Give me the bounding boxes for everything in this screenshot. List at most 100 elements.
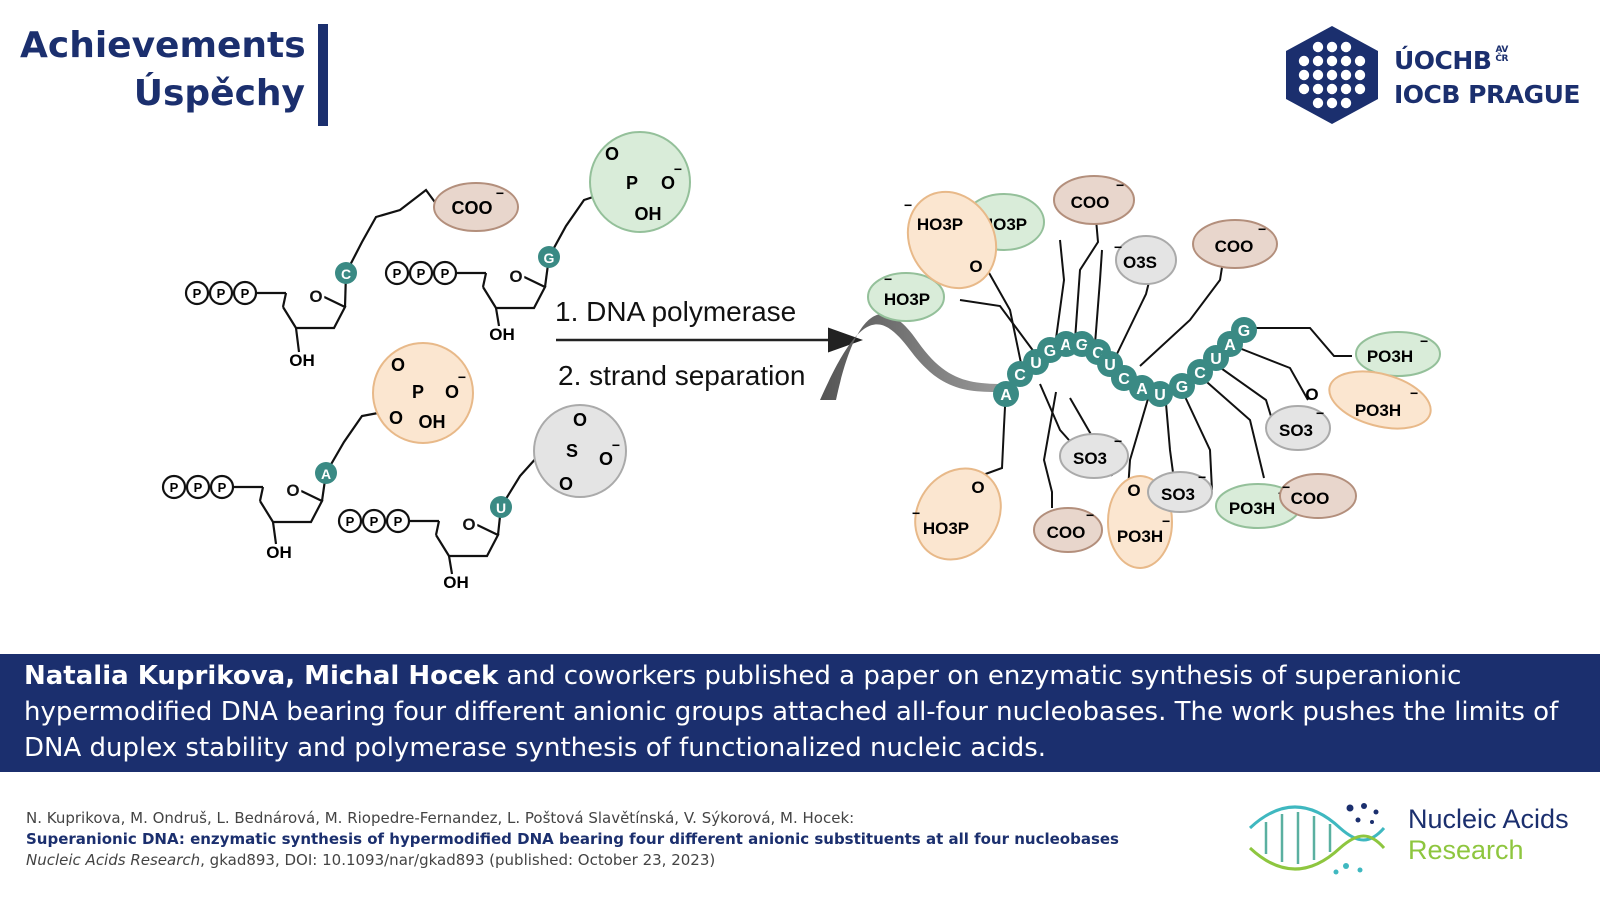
svg-text:P: P	[241, 286, 250, 301]
citation-title[interactable]: Superanionic DNA: enzymatic synthesis of…	[26, 830, 1119, 848]
svg-text:−: −	[912, 505, 920, 521]
strand-base-label: A	[1136, 381, 1148, 398]
svg-text:1. DNA polymerase: 1. DNA polymerase	[555, 296, 796, 327]
nucleotide-u-labels: P P P O OH U O S O − O	[346, 404, 627, 592]
svg-text:−: −	[674, 161, 682, 177]
strand-base-label: G	[1044, 343, 1056, 360]
svg-text:OH: OH	[443, 573, 469, 592]
title-english: Achievements	[20, 25, 306, 66]
strand-base-label: U	[1210, 351, 1222, 368]
strand-base-label: U	[1154, 387, 1166, 404]
strand-base-label: A	[1060, 337, 1072, 354]
svg-text:−: −	[1410, 385, 1418, 401]
header-title: Achievements Úspěchy	[20, 22, 306, 118]
nucleic-acids-research-logo-icon	[1248, 803, 1386, 875]
header-divider	[318, 24, 328, 126]
strand-base-label: A	[1000, 387, 1012, 404]
iocb-logo-dot	[1326, 69, 1338, 81]
nar-wordmark: Nucleic Acids Research	[1408, 804, 1569, 866]
summary-banner: Natalia Kuprikova, Michal Hocek and cowo…	[0, 654, 1600, 772]
strand-base-label: C	[1014, 367, 1026, 384]
svg-text:−: −	[1114, 239, 1122, 255]
strand-base-label: G	[1238, 323, 1250, 340]
svg-text:O: O	[1127, 481, 1140, 500]
iocb-logo-dot	[1340, 69, 1352, 81]
nar-line2: Research	[1408, 835, 1524, 865]
iocb-logo-dot	[1326, 41, 1338, 53]
iocb-logo-dot	[1298, 55, 1310, 67]
strand-bead	[1147, 381, 1173, 407]
svg-text:OH: OH	[266, 543, 292, 562]
svg-text:P: P	[626, 173, 638, 193]
iocb-logo-dot	[1312, 41, 1324, 53]
iocb-logo-dot	[1312, 55, 1324, 67]
iocb-logo-dot	[1354, 69, 1366, 81]
svg-text:−: −	[1282, 479, 1290, 495]
iocb-line2: IOCB PRAGUE	[1394, 80, 1580, 109]
svg-text:O: O	[599, 449, 613, 469]
svg-text:−: −	[1420, 333, 1428, 349]
svg-text:−: −	[458, 369, 466, 385]
citation-authors: N. Kuprikova, M. Ondruš, L. Bednárová, M…	[26, 809, 855, 827]
svg-text:SO3: SO3	[1073, 449, 1107, 468]
svg-text:−: −	[904, 197, 912, 213]
svg-text:O: O	[559, 474, 573, 494]
svg-text:P: P	[412, 382, 424, 402]
nucleotide-a	[161, 411, 379, 545]
svg-text:PO3H: PO3H	[1367, 347, 1413, 366]
strand-base-label: C	[1118, 371, 1130, 388]
svg-text:HO3P: HO3P	[884, 290, 930, 309]
title-czech: Úspěchy	[133, 73, 305, 114]
svg-text:P: P	[217, 286, 226, 301]
svg-text:P: P	[393, 266, 402, 281]
strand-bead	[993, 381, 1019, 407]
svg-text:OH: OH	[635, 204, 662, 224]
strand-bead	[1169, 373, 1195, 399]
svg-text:O: O	[1305, 385, 1318, 404]
svg-text:S: S	[566, 441, 578, 461]
svg-text:P: P	[346, 514, 355, 529]
citation: N. Kuprikova, M. Ondruš, L. Bednárová, M…	[26, 808, 1206, 871]
reaction-scheme: P P P O OH C COO − P P P O OH G O P O − …	[161, 131, 1441, 592]
banner-text: and coworkers published a paper on enzym…	[24, 661, 1559, 763]
strand-base-label: G	[1176, 379, 1188, 396]
svg-text:−: −	[1258, 221, 1266, 237]
svg-text:−: −	[1316, 405, 1324, 421]
svg-text:COO: COO	[1215, 237, 1254, 256]
svg-text:P: P	[394, 514, 403, 529]
iocb-line1: ÚOCHB	[1394, 46, 1492, 75]
svg-text:O: O	[389, 408, 403, 428]
svg-text:PO3H: PO3H	[1355, 401, 1401, 420]
svg-text:P: P	[170, 480, 179, 495]
iocb-logo-icon	[1286, 26, 1378, 124]
svg-text:O: O	[509, 267, 522, 286]
svg-text:P: P	[441, 266, 450, 281]
svg-text:2. strand separation: 2. strand separation	[558, 360, 806, 391]
svg-text:C: C	[341, 266, 351, 282]
strand-base-label: U	[1030, 355, 1042, 372]
nucleotide-c-labels: P P P O OH C COO −	[193, 182, 519, 370]
svg-text:−: −	[1114, 433, 1122, 449]
iocb-logo-dot	[1340, 55, 1352, 67]
iocb-logo-dot	[1312, 97, 1324, 109]
svg-text:−: −	[1198, 469, 1206, 485]
strand-base-label: A	[1224, 337, 1236, 354]
svg-text:COO: COO	[451, 198, 492, 218]
iocb-logo-dot	[1312, 83, 1324, 95]
nucleotide-u	[337, 448, 561, 575]
svg-text:PO3H: PO3H	[1117, 527, 1163, 546]
dna-ribbon	[820, 314, 1004, 400]
iocb-logo-dot	[1326, 55, 1338, 67]
svg-text:SO3: SO3	[1279, 421, 1313, 440]
iocb-logo-dot	[1326, 97, 1338, 109]
iocb-logo-dot	[1340, 41, 1352, 53]
svg-text:O: O	[445, 382, 459, 402]
svg-text:O: O	[605, 144, 619, 164]
svg-text:G: G	[544, 250, 555, 266]
nar-line1: Nucleic Acids	[1408, 804, 1569, 834]
svg-text:−: −	[1086, 507, 1094, 523]
svg-text:−: −	[884, 271, 892, 287]
svg-text:OH: OH	[419, 412, 446, 432]
